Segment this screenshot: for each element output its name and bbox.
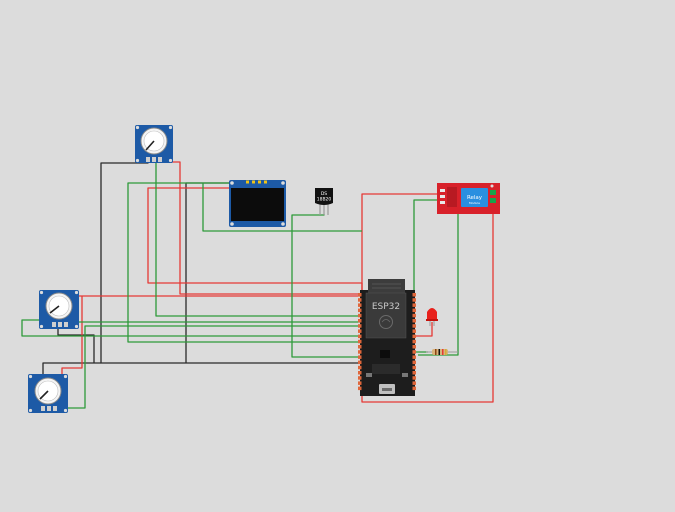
- esp32-pin-right[interactable]: [412, 386, 417, 391]
- esp32-pin-left[interactable]: [358, 365, 362, 370]
- wire-green-mid-pot-signal[interactable]: [65, 321, 362, 328]
- wire-green-relay-gnd[interactable]: [418, 213, 459, 356]
- esp32-pin-right[interactable]: [412, 303, 417, 307]
- esp32-pin-right[interactable]: [412, 345, 417, 349]
- wire-green-oled-scl[interactable]: [202, 183, 362, 232]
- esp32-pin-left[interactable]: [358, 324, 362, 328]
- resistor[interactable]: [426, 349, 458, 355]
- red-led[interactable]: [426, 308, 438, 326]
- esp32-pin-left[interactable]: [358, 355, 362, 359]
- esp32-pin-left[interactable]: [358, 308, 362, 313]
- knob-pointer: [39, 390, 49, 400]
- oled-display[interactable]: [229, 180, 286, 227]
- ds18b20-label-line2: 18B20: [317, 197, 332, 203]
- esp32-pin-left[interactable]: [358, 360, 362, 365]
- knob-pointer: [49, 305, 60, 314]
- esp32-pin-left[interactable]: [358, 350, 362, 354]
- relay-module[interactable]: Relay Module: [437, 183, 500, 214]
- relay-label-line1: Relay: [467, 195, 483, 201]
- esp32-pin-right[interactable]: [412, 365, 417, 370]
- wire-green-bottom-pot-signal[interactable]: [52, 325, 362, 409]
- esp32-pin-right[interactable]: [412, 371, 417, 375]
- esp32-pin-left[interactable]: [358, 334, 362, 339]
- esp32-pin-left[interactable]: [358, 345, 362, 349]
- esp32-pin-right[interactable]: [412, 355, 417, 359]
- potentiometer-top[interactable]: [135, 125, 173, 163]
- esp32-pin-left[interactable]: [358, 298, 362, 302]
- esp32-pin-right[interactable]: [412, 376, 417, 380]
- wire-green-mid-pot-loop[interactable]: [21, 319, 362, 337]
- esp32-pin-left[interactable]: [358, 376, 362, 380]
- ds18b20-sensor[interactable]: DS 18B20: [315, 188, 333, 215]
- potentiometer-left-middle[interactable]: [39, 290, 79, 329]
- esp32-pin-left[interactable]: [358, 303, 362, 307]
- esp32-pin-right[interactable]: [412, 350, 417, 354]
- esp32-pin-left[interactable]: [358, 386, 362, 391]
- esp32-pin-right[interactable]: [412, 319, 417, 323]
- esp32-pin-right[interactable]: [412, 381, 417, 385]
- esp32-pin-right[interactable]: [412, 329, 417, 333]
- esp32-antenna: [368, 279, 405, 293]
- knob-pointer: [145, 140, 155, 151]
- esp32-board[interactable]: ESP32: [358, 279, 416, 396]
- wire-red-led[interactable]: [410, 322, 433, 337]
- wire-red-relay-vcc[interactable]: [361, 193, 440, 292]
- ds18b20-label-line1: DS: [321, 191, 327, 197]
- potentiometer-left-bottom[interactable]: [28, 374, 68, 413]
- esp32-pin-right[interactable]: [412, 293, 417, 297]
- esp32-pin-left[interactable]: [358, 319, 362, 323]
- esp32-pin-right[interactable]: [412, 334, 417, 339]
- esp32-pin-left[interactable]: [358, 381, 362, 385]
- esp32-pin-right[interactable]: [412, 298, 417, 302]
- esp32-pin-left[interactable]: [358, 313, 362, 318]
- relay-label-line2: Module: [469, 201, 480, 205]
- espressif-logo-icon: [379, 315, 393, 329]
- wire-green-oled-sda[interactable]: [127, 182, 362, 343]
- esp32-pin-right[interactable]: [412, 308, 417, 313]
- esp32-pin-right[interactable]: [412, 324, 417, 328]
- esp32-pin-right[interactable]: [412, 339, 417, 344]
- wire-red-mid-pot-vcc[interactable]: [73, 295, 362, 328]
- esp32-pin-left[interactable]: [358, 339, 362, 344]
- esp32-label: ESP32: [372, 302, 400, 312]
- wire-red-relay-out[interactable]: [361, 213, 494, 403]
- wire-green-relay-in[interactable]: [413, 199, 440, 290]
- esp32-pin-right[interactable]: [412, 360, 417, 365]
- esp32-pin-left[interactable]: [358, 293, 362, 297]
- wire-green-top-pot-signal[interactable]: [155, 162, 362, 317]
- esp32-pin-left[interactable]: [358, 329, 362, 333]
- oled-screen: [231, 188, 284, 221]
- relay-block: [461, 188, 488, 207]
- esp32-pin-right[interactable]: [412, 313, 417, 318]
- wire-black-mid-pot[interactable]: [57, 328, 95, 363]
- esp32-pin-left[interactable]: [358, 371, 362, 375]
